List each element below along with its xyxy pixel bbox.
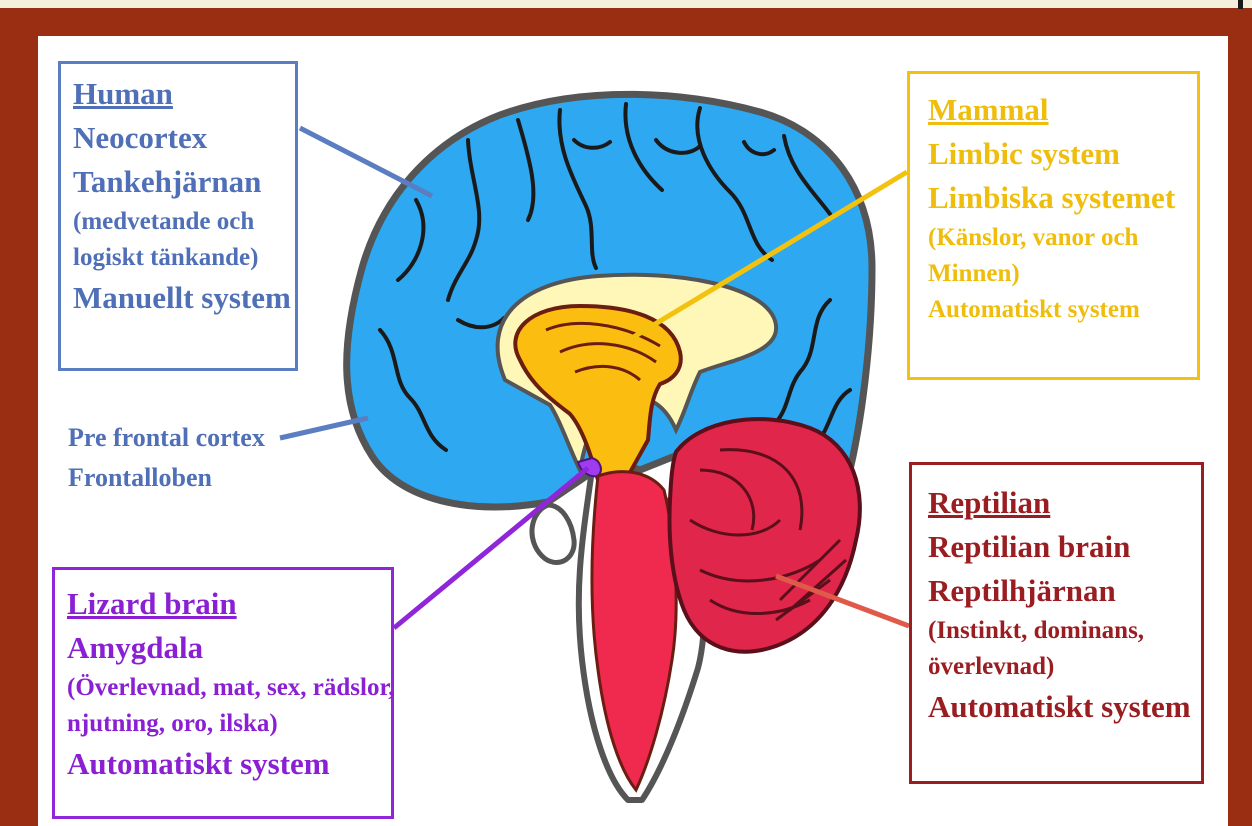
reptilian-line-brain: Reptilian brain: [928, 525, 1201, 569]
human-line-system: Manuellt system: [73, 276, 295, 320]
reptilian-line-desc1: (Instinkt, dominans,: [928, 613, 1201, 649]
mammal-line-limbiska: Limbiska systemet: [928, 176, 1197, 220]
mammal-box: Mammal Limbic system Limbiska systemet (…: [907, 71, 1200, 380]
human-line-desc2: logiskt tänkande): [73, 240, 295, 276]
prefrontal-label: Pre frontal cortex Frontalloben: [68, 418, 265, 498]
lizard-title: Lizard brain: [67, 582, 391, 626]
brainstem-shape: [592, 472, 676, 790]
reptilian-title: Reptilian: [928, 481, 1201, 525]
mammal-line-desc1: (Känslor, vanor och: [928, 220, 1197, 256]
mammal-line-desc2: Minnen): [928, 256, 1197, 292]
lizard-line-system: Automatiskt system: [67, 742, 391, 786]
pituitary: [532, 505, 574, 563]
reptilian-box: Reptilian Reptilian brain Reptilhjärnan …: [909, 462, 1204, 784]
mammal-line-limbic: Limbic system: [928, 132, 1197, 176]
human-box: Human Neocortex Tankehjärnan (medvetande…: [58, 61, 298, 371]
reptilian-line-hjarnan: Reptilhjärnan: [928, 569, 1201, 613]
human-connector: [300, 128, 432, 196]
prefrontal-line1: Pre frontal cortex: [68, 418, 265, 458]
human-line-neocortex: Neocortex: [73, 116, 295, 160]
lizard-box: Lizard brain Amygdala (Överlevnad, mat, …: [52, 567, 394, 819]
reptilian-line-system: Automatiskt system: [928, 685, 1201, 729]
mammal-line-system: Automatiskt system: [928, 292, 1197, 328]
reptilian-line-desc2: överlevnad): [928, 649, 1201, 685]
prefrontal-line2: Frontalloben: [68, 458, 265, 498]
mammal-title: Mammal: [928, 88, 1197, 132]
human-line-tankehjarnan: Tankehjärnan: [73, 160, 295, 204]
lizard-line-desc1: (Överlevnad, mat, sex, rädslor,: [67, 670, 391, 706]
human-title: Human: [73, 72, 295, 116]
human-line-desc1: (medvetande och: [73, 204, 295, 240]
lizard-line-amygdala: Amygdala: [67, 626, 391, 670]
lizard-line-desc2: njutning, oro, ilska): [67, 706, 391, 742]
